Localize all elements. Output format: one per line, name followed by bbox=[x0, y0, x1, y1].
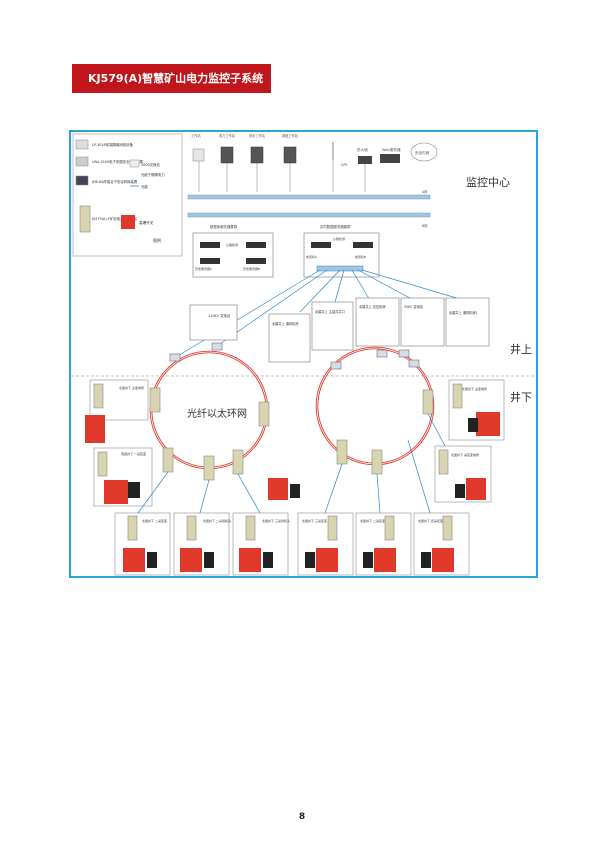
station-label: 北翼井上 通风机房 bbox=[272, 321, 299, 326]
zone-below: 井下 bbox=[510, 390, 532, 404]
server-label: 历史服务器B bbox=[243, 266, 260, 271]
device-label: 防火墙 bbox=[357, 147, 368, 152]
legend-item: LP-3018前端隔离网络设备 bbox=[92, 142, 133, 147]
left-substations: 北翼井下 主变电所 南翼井下 一采区变 bbox=[85, 379, 300, 507]
station-label: 北翼井上 空压机房 bbox=[359, 304, 386, 309]
ring-switches bbox=[169, 342, 420, 370]
drop-links bbox=[137, 413, 446, 514]
legend-item: 光缆 bbox=[141, 184, 148, 189]
bottom-stations-left: 北翼井下 二采区变 北翼井下 二采煤机头 北翼井下 三采煤机头 bbox=[114, 512, 290, 576]
device-label: 电力工作站 bbox=[219, 133, 236, 138]
station-label: 南翼井下 一采区变 bbox=[121, 451, 146, 456]
device-label: 综合工作站 bbox=[249, 133, 266, 138]
device-label: GPS bbox=[341, 163, 347, 167]
station-label: 北翼井下 二采煤机头 bbox=[203, 518, 231, 523]
station-label: 北翼井下 采区变电所 bbox=[451, 452, 479, 457]
station-label: 北翼井下 主变电所 bbox=[119, 385, 144, 390]
bus-label: B网 bbox=[422, 224, 427, 228]
cluster-net: 心跳检测 bbox=[226, 242, 238, 247]
station-label: 35KV 变电站 bbox=[404, 304, 424, 309]
legend-item: 2000交换机 bbox=[141, 162, 160, 167]
cloud-icon bbox=[410, 142, 438, 162]
station-label: 北翼井上 通风机房2 bbox=[449, 310, 478, 315]
device-label: 安全内网 bbox=[415, 150, 430, 155]
station-label: 110KV 变电站 bbox=[208, 313, 231, 318]
cluster-title: 实时数据服务器集群 bbox=[320, 224, 351, 229]
station-label: 北翼井下 主变电所 bbox=[462, 386, 487, 391]
network-bus-b bbox=[187, 212, 431, 218]
core-switch bbox=[316, 265, 364, 272]
zone-monitor-center: 监控中心 bbox=[466, 175, 510, 189]
station-label: 北翼井下 二采区变 bbox=[360, 518, 385, 523]
device-label: Web服务器 bbox=[382, 147, 401, 152]
ring-label: 光纤以太环网 bbox=[187, 407, 247, 420]
legend-item: KJ579(A)-F矿用电力监控分站 bbox=[92, 216, 138, 221]
device-label: 调度工作站 bbox=[282, 133, 299, 138]
ring-node-stations bbox=[149, 387, 434, 481]
cluster-title: 数据库服务器集群 bbox=[210, 224, 238, 229]
top-devices: 工作站 电力工作站 综合工作站 调度工作站 GPS 防火墙 Web服务器 安全内… bbox=[191, 133, 438, 192]
server-label: 前置机A bbox=[306, 254, 318, 259]
station-label: 北翼井下 二采区变 bbox=[142, 518, 167, 523]
server-label: 前置机B bbox=[355, 254, 366, 259]
bus-label: A网 bbox=[422, 190, 427, 194]
zone-above: 井上 bbox=[510, 342, 532, 356]
legend-item: 光缆于隔爆电力 bbox=[141, 172, 165, 177]
legend-item: UN4-S500电子采掘安全保护装置 bbox=[92, 159, 144, 164]
station-label: 北翼井下 三采区变 bbox=[302, 518, 327, 523]
station-label: 北翼井下 三采煤机头 bbox=[262, 518, 290, 523]
server-cluster-left: 数据库服务器集群 心跳检测 历史服务器A 历史服务器B bbox=[192, 224, 274, 278]
station-label: 北翼井上 主副井井口 bbox=[315, 309, 345, 314]
legend-item: JH6-6A终端合子协议转换装置 bbox=[91, 179, 138, 184]
legend: LP-3018前端隔离网络设备 UN4-S500电子采掘安全保护装置 JH6-6… bbox=[72, 133, 183, 257]
cluster-net: 心跳检测 bbox=[333, 236, 345, 241]
server-label: 历史服务器A bbox=[195, 266, 213, 271]
page-number: 8 bbox=[298, 812, 306, 822]
above-stations: 110KV 变电站 北翼井上 通风机房 北翼井上 主副井井口 北翼井上 空压机房… bbox=[189, 297, 490, 363]
station-label: 北翼井下 四采区变 bbox=[418, 518, 443, 523]
right-substations: 北翼井下 主变电所 北翼井下 采区变电所 bbox=[434, 379, 505, 503]
legend-title: 图例 bbox=[153, 237, 161, 243]
page-title: KJ579(A)智慧矿山电力监控子系统 bbox=[72, 64, 271, 93]
bottom-stations-right: 北翼井下 三采区变 北翼井下 二采区变 北翼井下 四采区变 bbox=[297, 512, 470, 576]
device-label: 工作站 bbox=[191, 133, 201, 138]
legend-switch-note: 高爆开关 bbox=[139, 220, 154, 225]
network-bus-a bbox=[187, 194, 431, 200]
